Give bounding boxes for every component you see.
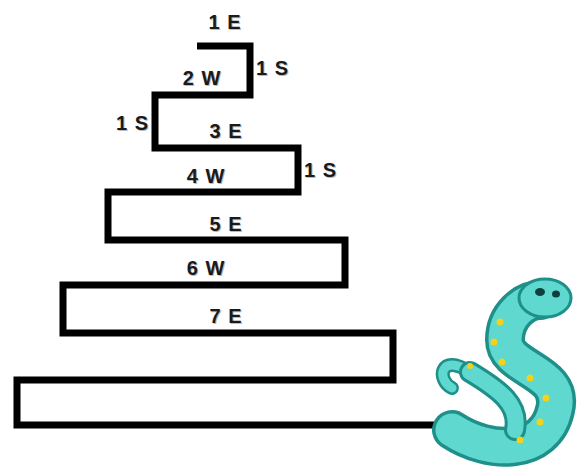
direction-label: 6 W	[187, 257, 226, 279]
direction-label: 1 S	[116, 112, 149, 134]
direction-label: 2 W	[183, 67, 222, 89]
direction-label: 7 E	[209, 305, 242, 327]
direction-label: 4 W	[187, 165, 226, 187]
direction-label: 1 E	[208, 11, 241, 33]
path-line	[17, 46, 455, 425]
direction-label: 3 E	[209, 120, 242, 142]
direction-label: 1 S	[256, 57, 289, 79]
direction-label: 1 S	[304, 159, 337, 181]
direction-label: 5 E	[209, 213, 242, 235]
snake-illustration	[443, 279, 571, 447]
